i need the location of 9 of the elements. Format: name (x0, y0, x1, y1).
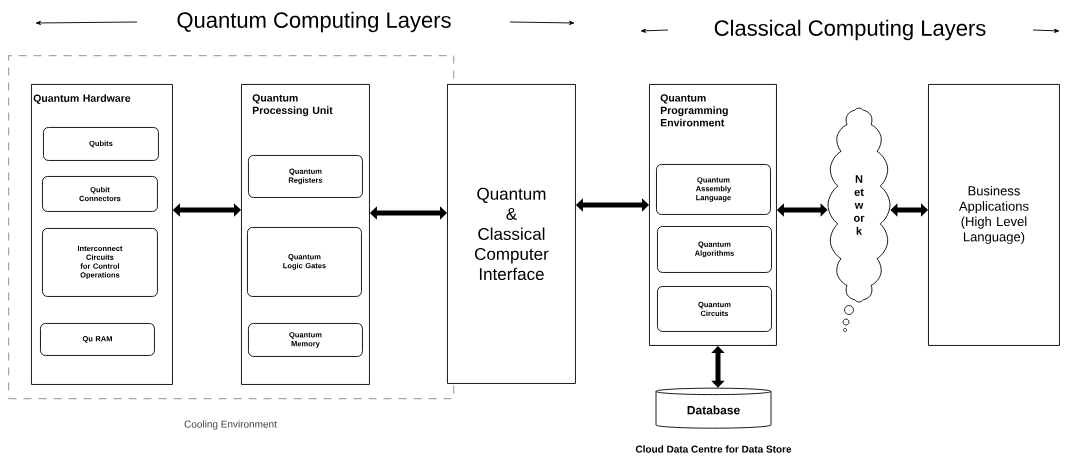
double-arrow (890, 203, 928, 217)
database-cylinder: Database (655, 387, 772, 429)
region-label: Cooling Environment (184, 420, 277, 430)
section-heading: Quantum Computing Layers (177, 11, 451, 33)
network-cloud: N et w or k (827, 107, 891, 303)
node-caption: Cloud Data Centre for Data Store (635, 445, 792, 453)
layer-box: Quantum & Classical Computer Interface (447, 84, 576, 384)
section-heading: Classical Computing Layers (714, 19, 986, 41)
layer-box: Business Applications (High Level Language) (928, 84, 1060, 346)
